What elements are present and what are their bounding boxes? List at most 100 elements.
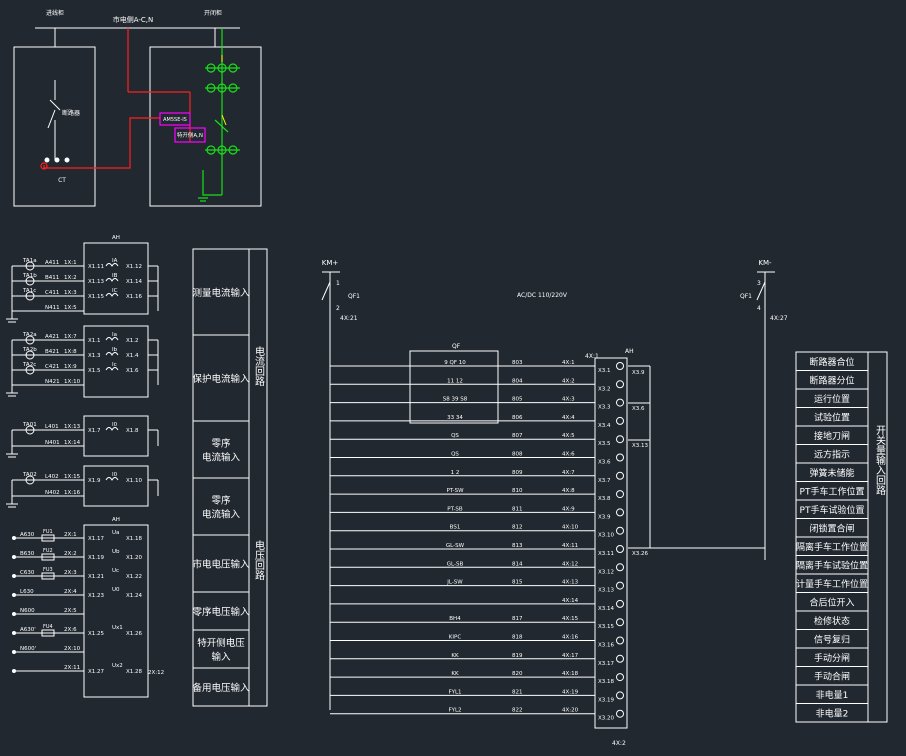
device-symbol: Ib — [112, 347, 118, 353]
signal-cell-label: 手动合闸 — [814, 670, 850, 682]
device-input-terminal: X3.1 — [598, 368, 611, 374]
contact-label: BS1 — [450, 525, 461, 531]
voltage-source: N600' — [20, 646, 36, 652]
signal-cell-label: 合后位开入 — [809, 596, 854, 608]
fuse-symbol — [41, 629, 55, 637]
device-terminal: X1.6 — [126, 368, 139, 374]
right-term-label: 4X:27 — [770, 315, 788, 322]
terminal-number: 2X:6 — [64, 627, 77, 633]
input-optocoupler — [616, 380, 624, 389]
device-input-terminal: X3.6 — [598, 460, 611, 466]
terminal-dot — [12, 593, 16, 597]
control-wire-number: 806 — [512, 415, 523, 421]
terminal-dot — [12, 669, 16, 673]
input-optocoupler — [616, 435, 624, 444]
input-optocoupler — [616, 471, 624, 480]
current-device-box-3 — [83, 415, 149, 457]
current-device-box-4 — [83, 465, 149, 507]
signal-cells: 断路器合位断路器分位运行位置试验位置接地刀闸远方指示弹簧未储能PT手车工作位置P… — [796, 356, 868, 720]
device-input-terminal: X3.3 — [598, 405, 611, 411]
terminal-bottom-label: 4X:2 — [612, 740, 626, 747]
control-terminal-number: 4X:19 — [562, 689, 579, 695]
device-symbol: I0 — [112, 422, 118, 428]
device-terminal: X1.25 — [88, 631, 105, 637]
voltage-source: A630 — [20, 532, 35, 538]
voltage-source: L630 — [20, 589, 34, 595]
device-terminal: X1.7 — [88, 428, 101, 434]
control-wire-number: 812 — [512, 525, 523, 531]
breaker-label: 断路器 — [62, 109, 80, 117]
device-terminal: X1.2 — [126, 338, 139, 344]
terminal-number: 2X:1 — [64, 532, 77, 538]
device-input-terminal: X3.8 — [598, 496, 611, 502]
control-terminal-number: 4X:15 — [562, 616, 579, 622]
control-device-label: AH — [625, 348, 634, 355]
right-cabinet-title: 开闭柜 — [204, 9, 222, 17]
terminal-dot — [12, 555, 16, 559]
signal-cell-label: 非电量1 — [816, 689, 849, 701]
device-symbol: IB — [112, 273, 118, 279]
control-wire-number: 818 — [512, 635, 523, 641]
function-cell-label: 电流输入 — [202, 452, 241, 464]
signal-group-label: 开关量输入回路 — [874, 425, 886, 496]
control-terminal-number: 4X:4 — [562, 415, 575, 421]
contact-label: PT-SW — [446, 488, 464, 494]
current-device-box-1 — [83, 242, 149, 315]
coil-symbol — [105, 367, 119, 371]
fuse-symbol — [41, 572, 55, 580]
device-terminal: X1.16 — [126, 294, 143, 300]
ct-tag: TA2c — [22, 362, 36, 368]
ct-tag: TA1b — [22, 273, 37, 279]
ct-coil-symbol — [25, 365, 35, 375]
voltage-source: N600 — [20, 608, 35, 614]
contact-label: GL-SB — [447, 561, 464, 567]
terminal-dot — [12, 650, 16, 654]
terminal-number: 2X:11 — [64, 665, 80, 671]
ct-coil-symbol — [25, 261, 35, 271]
control-terminal-number: 4X:9 — [562, 506, 575, 512]
control-terminal-number: 4X:7 — [562, 470, 575, 476]
device-terminal: X1.18 — [126, 536, 143, 542]
ct-label: CT — [58, 177, 66, 184]
ct-coil-symbol — [25, 335, 35, 345]
control-wire-number: 814 — [512, 561, 523, 567]
control-wire-number: 808 — [512, 452, 523, 458]
control-wire-number: 803 — [512, 360, 523, 366]
device-symbol: Uc — [112, 568, 119, 574]
signal-cell-label: 手动分闸 — [814, 652, 850, 664]
terminal-number: 1X:7 — [64, 334, 77, 340]
contact-label: 1 2 — [451, 470, 460, 476]
ct-tag: TA1a — [22, 258, 37, 264]
device-terminal: X1.13 — [88, 279, 105, 285]
ct-tag: TA1c — [22, 288, 36, 294]
wire-number: A411 — [45, 260, 59, 266]
function-cell-label: 零序 — [211, 495, 231, 507]
device-terminal: X1.4 — [126, 353, 139, 359]
contact-label: S8 39 S8 — [443, 397, 468, 403]
device-input-terminal: X3.7 — [598, 478, 611, 484]
terminal-dot — [12, 631, 16, 635]
terminal-dot — [12, 536, 16, 540]
wire-number: N402 — [45, 490, 60, 496]
terminal-number: 2X:10 — [64, 646, 81, 652]
signal-cell-label: 检修状态 — [814, 615, 850, 627]
device-symbol: Ua — [112, 530, 119, 536]
input-optocoupler — [616, 691, 624, 700]
device-terminal: X1.27 — [88, 669, 105, 675]
device-symbol: IA — [112, 258, 118, 264]
wire-number: N401 — [45, 440, 60, 446]
contact-label: GL-SW — [446, 543, 465, 549]
contact-label: FYL2 — [448, 708, 461, 714]
device-symbol: Ic — [112, 362, 117, 368]
control-terminal-number: 4X:10 — [562, 525, 579, 531]
wire-number: C411 — [45, 290, 59, 296]
function-cell-label: 保护电流输入 — [192, 373, 250, 385]
terminal-number: 1X:10 — [64, 379, 81, 385]
signal-cell-label: 隔离手车工作位置 — [796, 541, 868, 553]
control-terminal-number: 4X:20 — [562, 708, 579, 714]
contact-label: QS — [451, 452, 459, 458]
fuse-symbol — [41, 534, 55, 542]
right-bus-label: KM- — [758, 259, 772, 267]
